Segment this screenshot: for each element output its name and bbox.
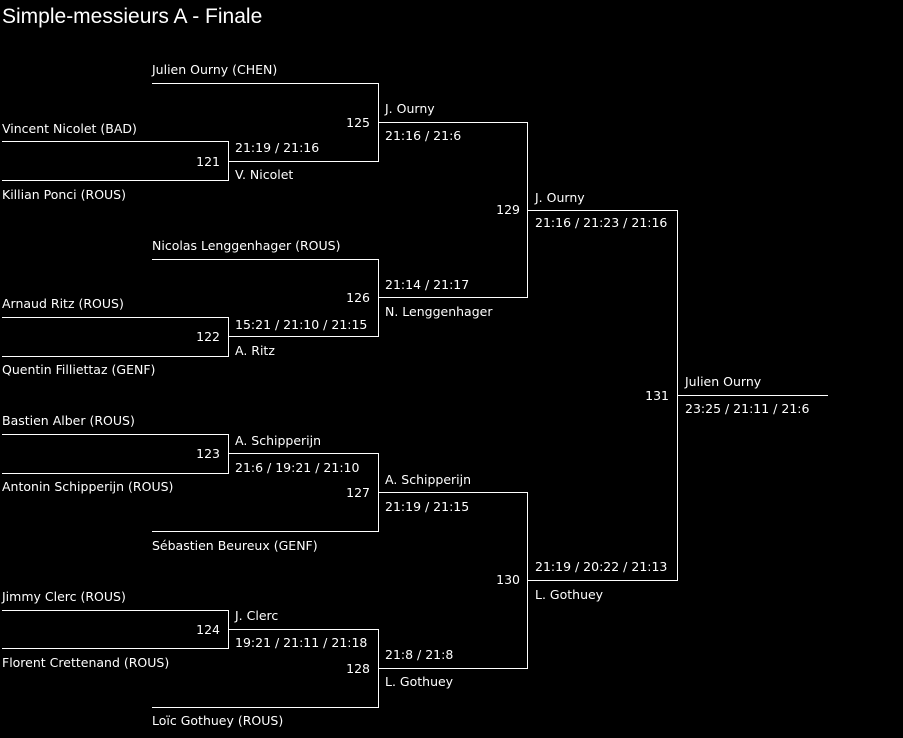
- match-score: 15:21 / 21:10 / 21:15: [235, 317, 367, 332]
- round1-results: 21:19 / 21:16 V. Nicolet 15:21 / 21:10 /…: [234, 140, 367, 650]
- round3-match-numbers: 129 130: [496, 202, 520, 587]
- player-name: Jimmy Clerc (ROUS): [1, 589, 126, 604]
- player-name: Florent Crettenand (ROUS): [2, 655, 169, 670]
- match-number: 121: [196, 154, 220, 169]
- match-number: 129: [496, 202, 520, 217]
- winner-name: J. Clerc: [234, 608, 278, 623]
- match-score: 21:6 / 19:21 / 21:10: [235, 460, 359, 475]
- winner-name: L. Gothuey: [385, 674, 454, 689]
- player-name: Arnaud Ritz (ROUS): [2, 296, 124, 311]
- winner-name: A. Ritz: [235, 343, 275, 358]
- player-name: Loïc Gothuey (ROUS): [152, 713, 283, 728]
- winner-name: N. Lenggenhager: [385, 304, 493, 319]
- match-number: 124: [196, 622, 220, 637]
- player-name: Quentin Filliettaz (GENF): [2, 362, 155, 377]
- match-number: 127: [346, 485, 370, 500]
- player-name: Vincent Nicolet (BAD): [2, 121, 137, 136]
- winner-name: A. Schipperijn: [235, 433, 321, 448]
- round1-players: Vincent Nicolet (BAD) Killian Ponci (ROU…: [1, 121, 173, 670]
- match-score: 23:25 / 21:11 / 21:6: [685, 401, 809, 416]
- winner-name: L. Gothuey: [535, 587, 604, 602]
- round3-results: J. Ourny 21:16 / 21:23 / 21:16 21:19 / 2…: [534, 190, 667, 602]
- player-name: Killian Ponci (ROUS): [2, 187, 126, 202]
- winner-name: V. Nicolet: [235, 167, 293, 182]
- match-score: 21:19 / 20:22 / 21:13: [535, 559, 667, 574]
- round1-lines: [2, 141, 229, 649]
- winner-name: J. Ourny: [534, 190, 585, 205]
- match-score: 21:16 / 21:23 / 21:16: [535, 215, 667, 230]
- player-name: Sébastien Beureux (GENF): [152, 538, 318, 553]
- round2-results: J. Ourny 21:16 / 21:6 21:14 / 21:17 N. L…: [384, 101, 493, 689]
- match-number: 126: [346, 290, 370, 305]
- match-number: 122: [196, 329, 220, 344]
- match-number: 123: [196, 446, 220, 461]
- round2-match-numbers: 125 126 127 128: [346, 115, 370, 676]
- match-score: 21:14 / 21:17: [385, 277, 469, 292]
- round3-lines: [379, 122, 528, 669]
- match-number: 131: [645, 388, 669, 403]
- match-score: 21:16 / 21:6: [385, 128, 461, 143]
- match-score: 21:8 / 21:8: [385, 647, 453, 662]
- winner-name: J. Ourny: [384, 101, 435, 116]
- page-title: Simple-messieurs A - Finale: [2, 5, 263, 28]
- player-name: Bastien Alber (ROUS): [2, 413, 135, 428]
- round2-lines: [152, 83, 379, 708]
- match-score: 21:19 / 21:15: [385, 499, 469, 514]
- player-name: Julien Ourny (CHEN): [151, 62, 277, 77]
- match-number: 125: [346, 115, 370, 130]
- match-score: 21:19 / 21:16: [235, 140, 319, 155]
- final-result: 131 Julien Ourny 23:25 / 21:11 / 21:6: [645, 374, 809, 416]
- player-name: Antonin Schipperijn (ROUS): [2, 479, 173, 494]
- winner-name: A. Schipperijn: [385, 472, 471, 487]
- champion-name: Julien Ourny: [684, 374, 762, 389]
- match-number: 128: [346, 661, 370, 676]
- player-name: Nicolas Lenggenhager (ROUS): [152, 238, 340, 253]
- match-score: 19:21 / 21:11 / 21:18: [235, 635, 367, 650]
- round1-match-numbers: 121 122 123 124: [196, 154, 220, 637]
- match-number: 130: [496, 572, 520, 587]
- round2-seeds: Julien Ourny (CHEN) Nicolas Lenggenhager…: [151, 62, 340, 728]
- round4-lines: [528, 210, 828, 581]
